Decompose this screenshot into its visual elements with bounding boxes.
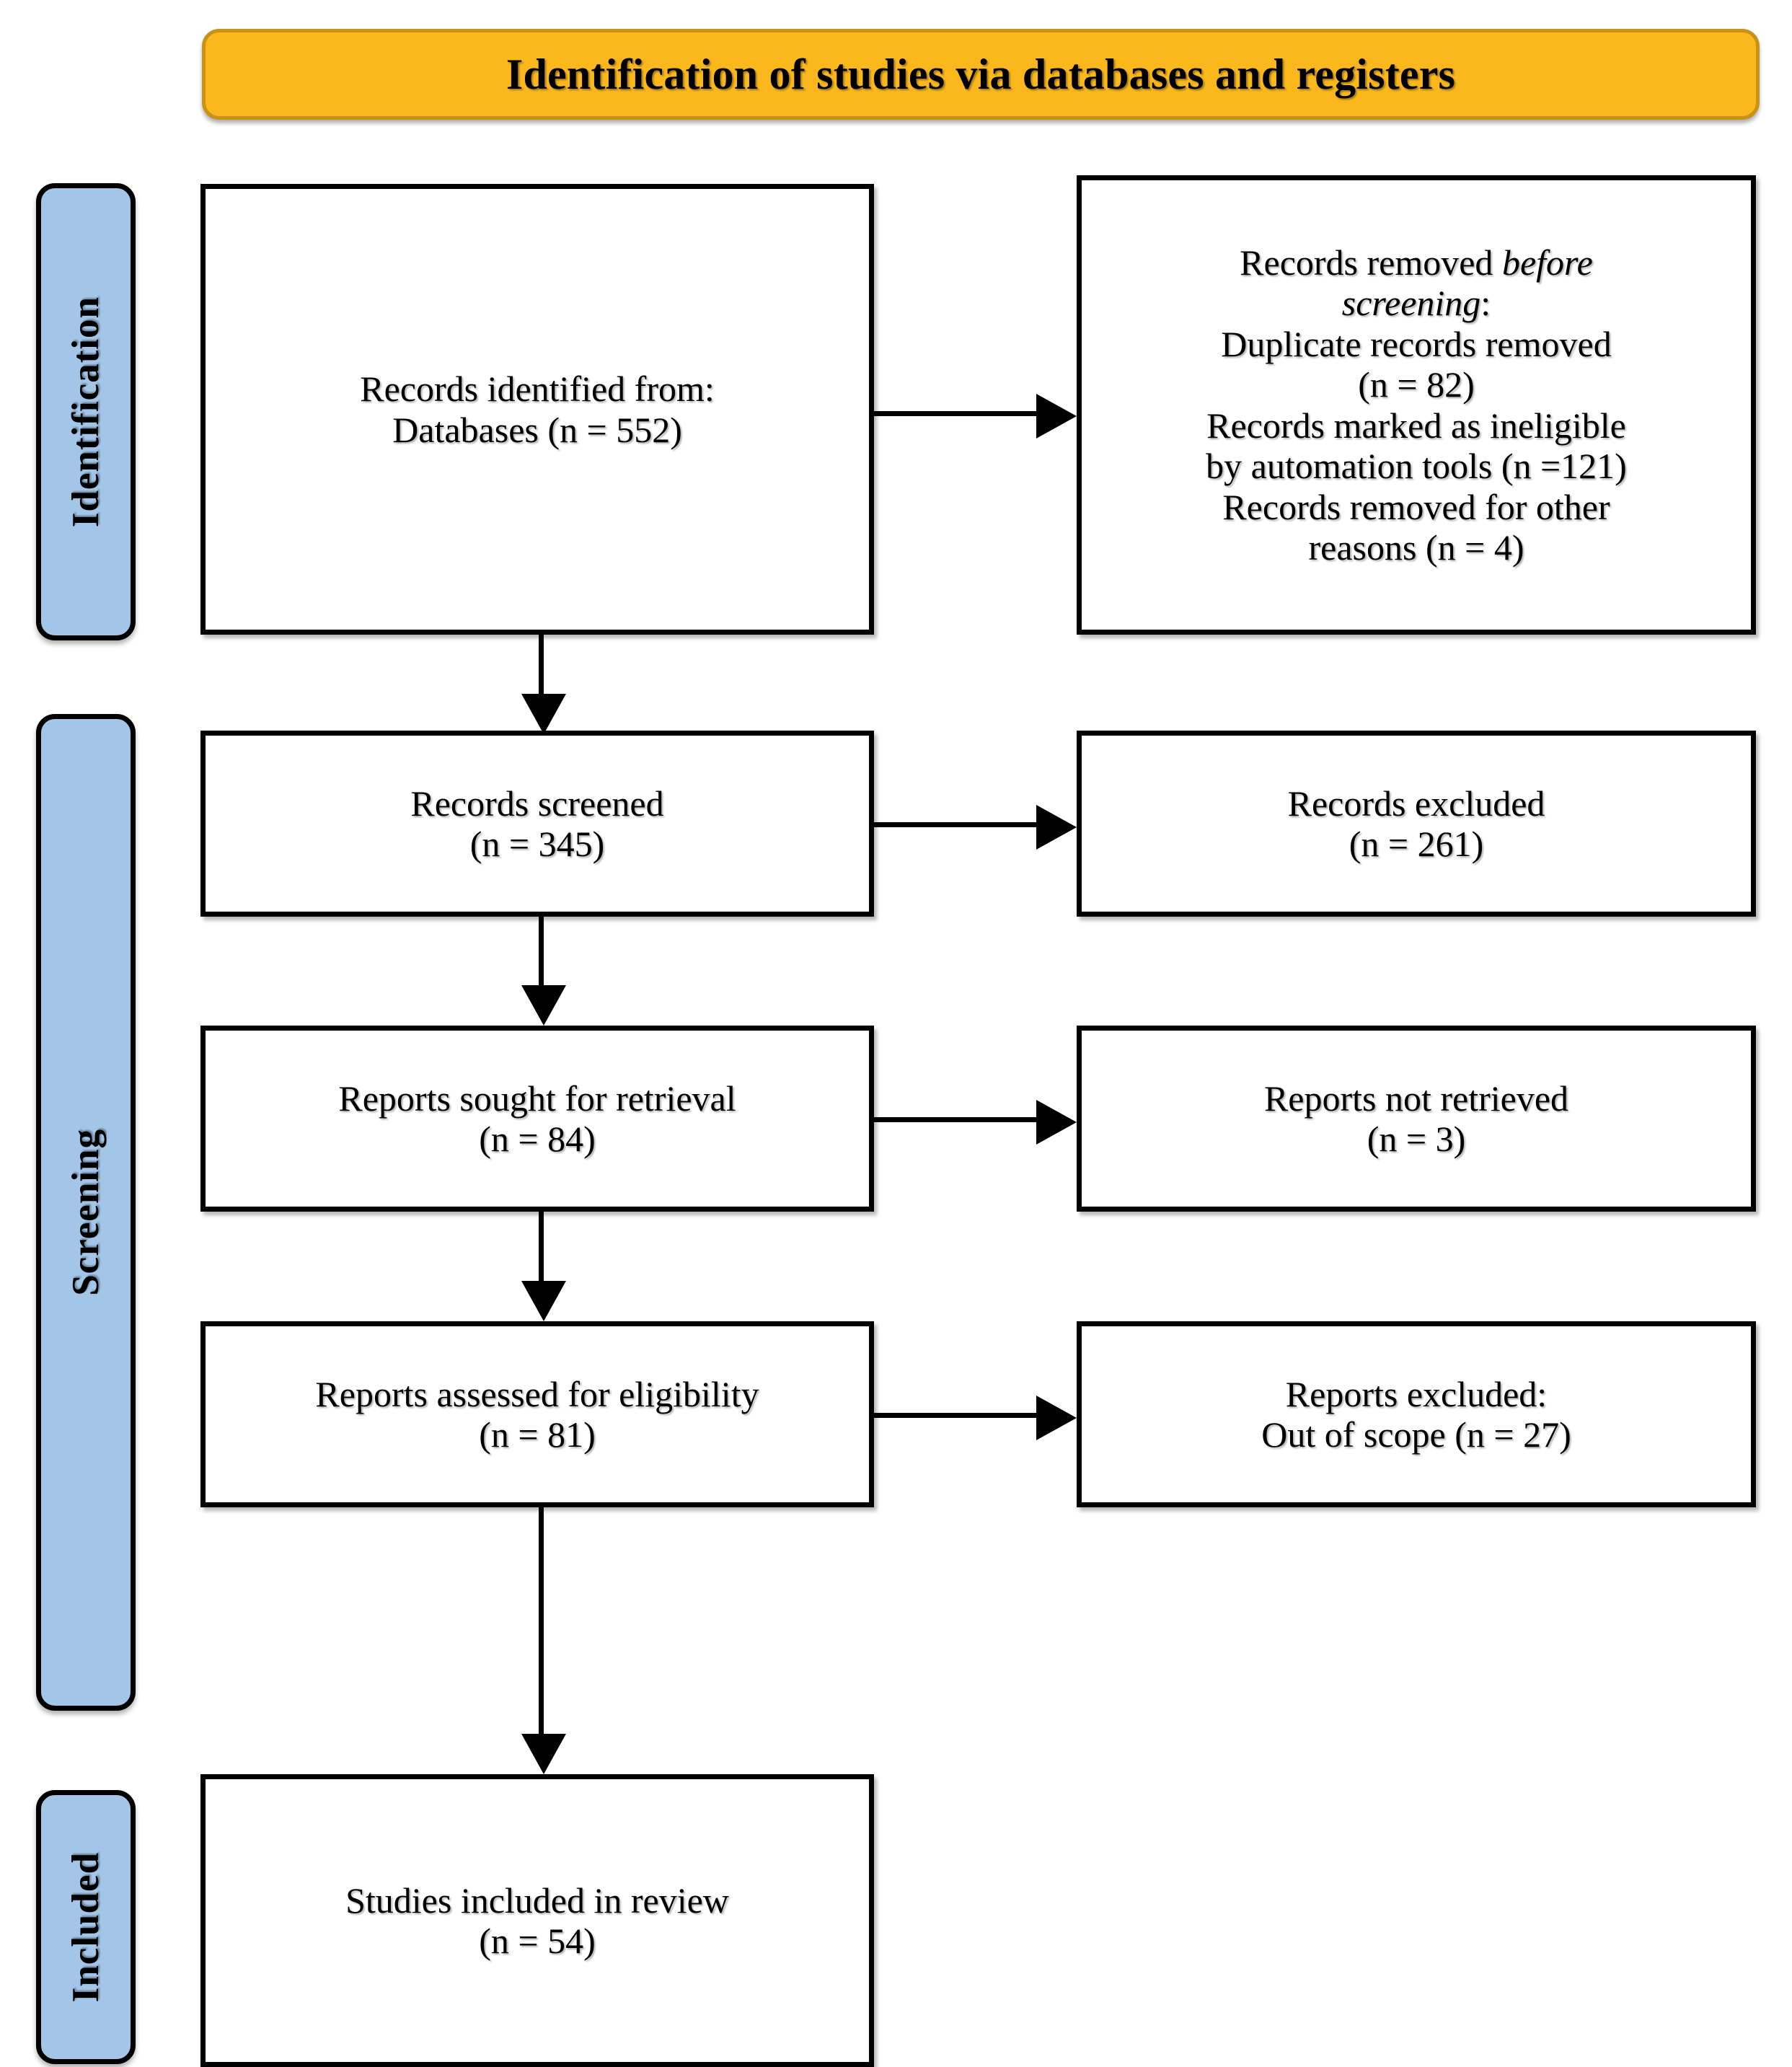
arrow-head-right-icon bbox=[1036, 1396, 1077, 1440]
removed-before-line-2-suffix: : bbox=[1480, 283, 1491, 323]
reports-assessed-line-1: Reports assessed for eligibility bbox=[315, 1373, 759, 1414]
box-records-screened-text: Records screened (n = 345) bbox=[397, 783, 676, 865]
arrow-line bbox=[874, 1413, 1036, 1418]
arrow-head-right-icon bbox=[1036, 394, 1077, 438]
box-reports-sought-text: Reports sought for retrieval (n = 84) bbox=[325, 1078, 749, 1160]
page-title: Identification of studies via databases … bbox=[506, 50, 1456, 98]
box-reports-assessed-text: Reports assessed for eligibility (n = 81… bbox=[302, 1374, 772, 1455]
studies-included-line-1: Studies included in review bbox=[345, 1879, 729, 1921]
stage-label-included: Included bbox=[36, 1790, 136, 2064]
diagram-title-banner: Identification of studies via databases … bbox=[202, 29, 1760, 120]
arrow-line bbox=[874, 1117, 1036, 1122]
box-reports-sought-for-retrieval: Reports sought for retrieval (n = 84) bbox=[200, 1026, 874, 1212]
arrow-head-right-icon bbox=[1036, 1100, 1077, 1145]
records-screened-line-2: (n = 345) bbox=[469, 824, 605, 864]
arrow-head-right-icon bbox=[1036, 805, 1077, 850]
arrow-head-down-icon bbox=[521, 1281, 566, 1321]
box-reports-excluded-text: Reports excluded: Out of scope (n = 27) bbox=[1248, 1374, 1584, 1455]
reports-not-retrieved-line-1: Reports not retrieved bbox=[1263, 1077, 1569, 1119]
records-identified-line-2: Databases (n = 552) bbox=[392, 409, 682, 450]
removed-before-line-5: Records marked as ineligible bbox=[1206, 405, 1626, 446]
arrow-line bbox=[539, 1507, 544, 1734]
removed-before-line-8: reasons (n = 4) bbox=[1308, 527, 1524, 568]
removed-before-line-7: Records removed for other bbox=[1222, 486, 1610, 527]
box-reports-not-retrieved: Reports not retrieved (n = 3) bbox=[1077, 1026, 1756, 1212]
box-records-identified-text: Records identified from: Databases (n = … bbox=[347, 369, 728, 450]
arrow-head-down-icon bbox=[521, 985, 566, 1026]
records-screened-line-1: Records screened bbox=[410, 783, 664, 824]
arrow-head-down-icon bbox=[521, 1734, 566, 1774]
box-records-removed-before-screening-text: Records removed before screening: Duplic… bbox=[1193, 242, 1640, 568]
arrow-line bbox=[539, 1212, 544, 1281]
arrow-line bbox=[539, 917, 544, 985]
box-reports-excluded: Reports excluded: Out of scope (n = 27) bbox=[1077, 1321, 1756, 1507]
box-records-screened: Records screened (n = 345) bbox=[200, 731, 874, 917]
records-excluded-line-2: (n = 261) bbox=[1349, 824, 1484, 864]
studies-included-line-2: (n = 54) bbox=[479, 1921, 596, 1961]
reports-not-retrieved-line-2: (n = 3) bbox=[1367, 1119, 1466, 1159]
stage-label-screening: Screening bbox=[36, 714, 136, 1711]
removed-before-line-6: by automation tools (n =121) bbox=[1206, 446, 1627, 486]
removed-before-line-4: (n = 82) bbox=[1358, 364, 1475, 405]
reports-sought-line-1: Reports sought for retrieval bbox=[338, 1077, 736, 1119]
records-excluded-line-1: Records excluded bbox=[1287, 783, 1545, 824]
box-records-excluded: Records excluded (n = 261) bbox=[1077, 731, 1756, 917]
box-reports-not-retrieved-text: Reports not retrieved (n = 3) bbox=[1251, 1078, 1581, 1160]
stage-label-included-text: Included bbox=[65, 1851, 107, 2003]
reports-excluded-line-2: Out of scope (n = 27) bbox=[1261, 1414, 1571, 1455]
box-records-excluded-text: Records excluded (n = 261) bbox=[1275, 783, 1558, 865]
removed-before-line-3: Duplicate records removed bbox=[1221, 323, 1612, 364]
stage-label-identification: Identification bbox=[36, 183, 136, 640]
box-studies-included-in-review: Studies included in review (n = 54) bbox=[200, 1774, 874, 2067]
records-identified-line-1: Records identified from: bbox=[360, 369, 715, 409]
box-studies-included-text: Studies included in review (n = 54) bbox=[332, 1880, 742, 1962]
reports-sought-line-2: (n = 84) bbox=[479, 1119, 596, 1159]
box-records-identified: Records identified from: Databases (n = … bbox=[200, 184, 874, 635]
arrow-line bbox=[874, 822, 1036, 827]
stage-label-identification-text: Identification bbox=[65, 296, 107, 528]
removed-before-line-1-prefix: Records removed bbox=[1240, 242, 1502, 283]
reports-assessed-line-2: (n = 81) bbox=[479, 1414, 596, 1455]
reports-excluded-line-1: Reports excluded: bbox=[1285, 1373, 1548, 1414]
arrow-head-down-icon bbox=[521, 694, 566, 734]
arrow-line bbox=[874, 411, 1036, 416]
box-records-removed-before-screening: Records removed before screening: Duplic… bbox=[1077, 175, 1756, 635]
box-reports-assessed-for-eligibility: Reports assessed for eligibility (n = 81… bbox=[200, 1321, 874, 1507]
stage-label-screening-text: Screening bbox=[65, 1129, 107, 1296]
removed-before-line-2-italic: screening bbox=[1341, 283, 1481, 323]
removed-before-line-1-italic: before bbox=[1501, 242, 1593, 283]
arrow-line bbox=[539, 635, 544, 694]
